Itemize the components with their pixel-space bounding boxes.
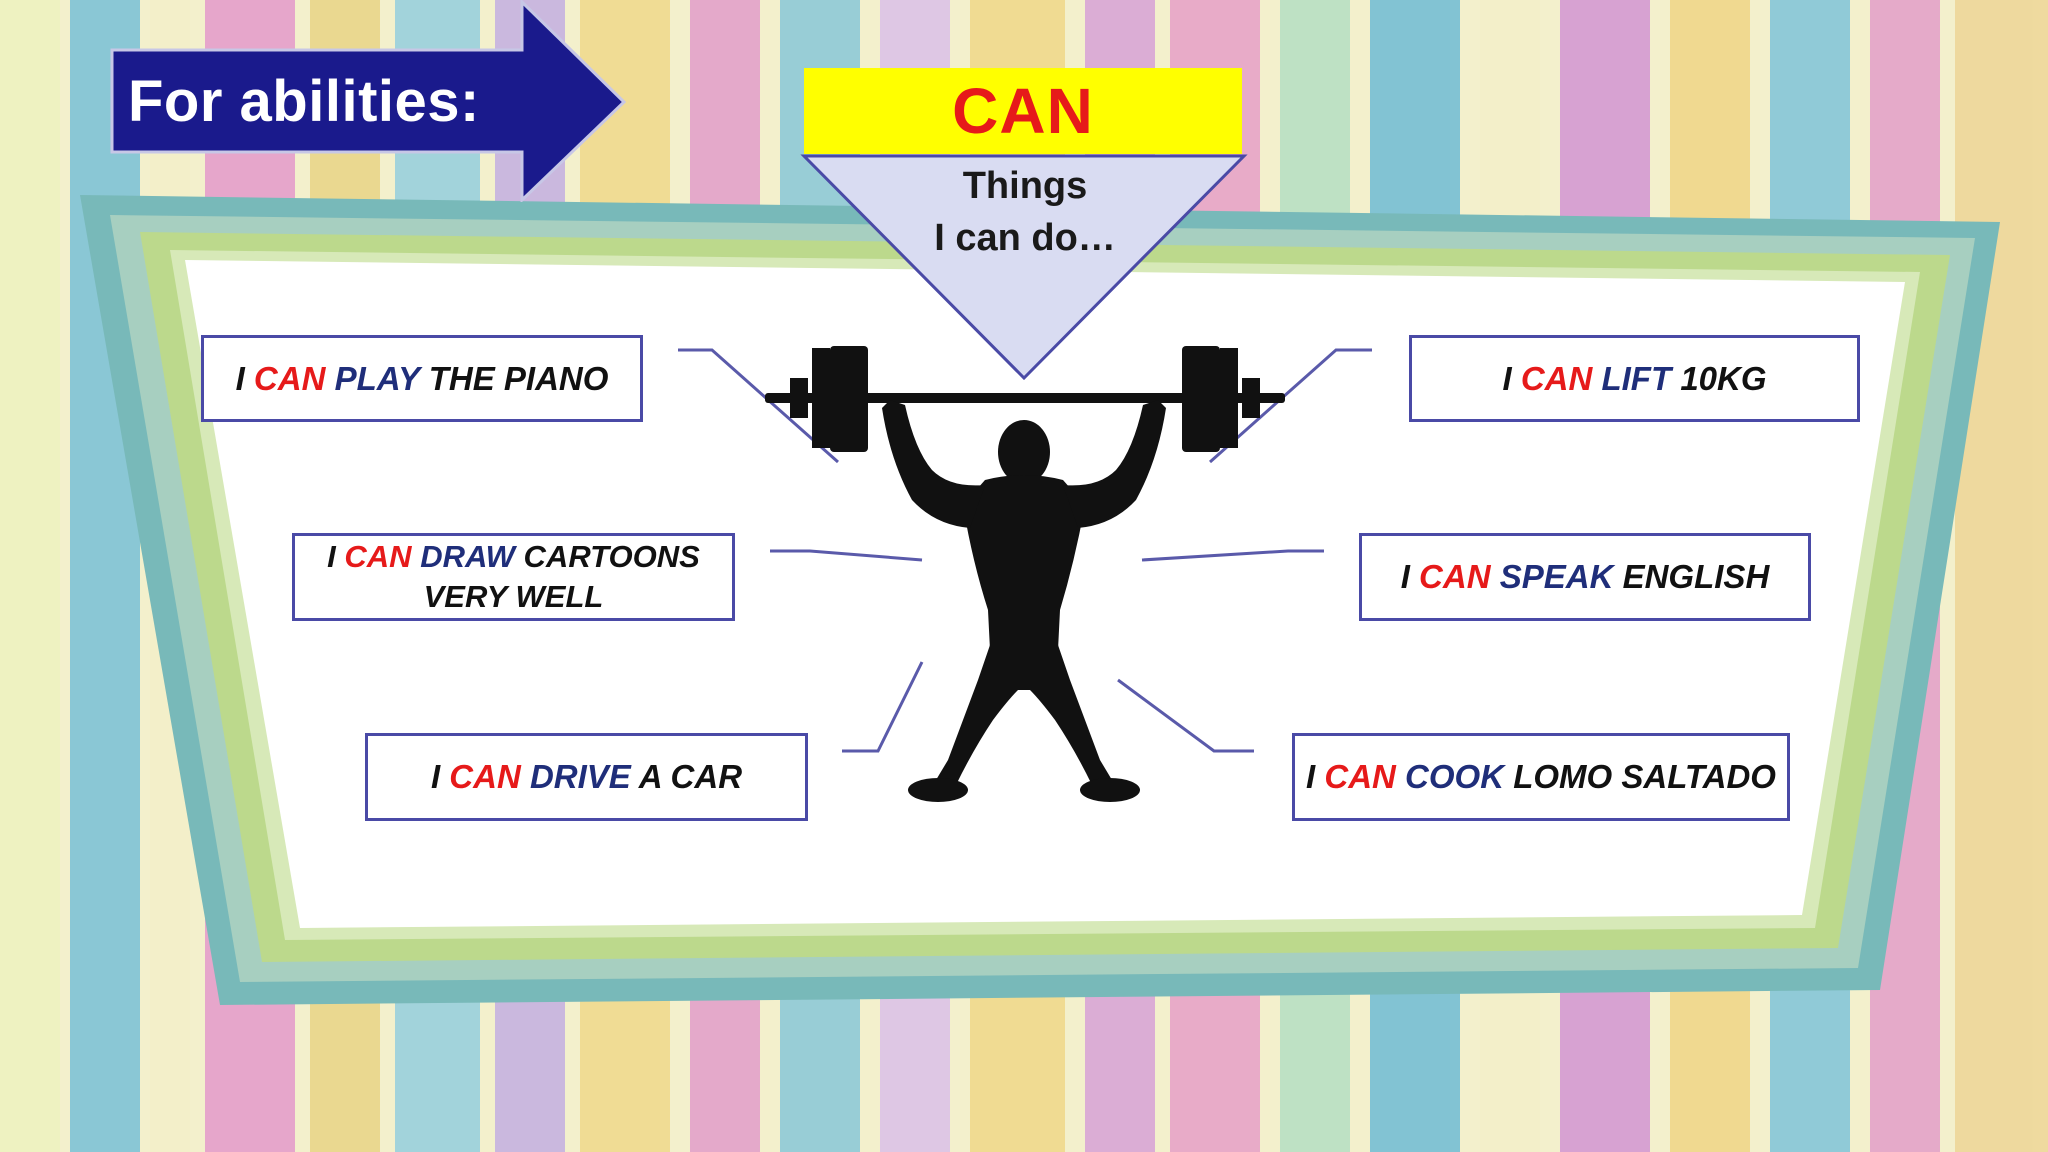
ability-text: I CAN COOK LOMO SALTADO	[1306, 758, 1776, 795]
ability-cook: I CAN COOK LOMO SALTADO	[1292, 733, 1790, 821]
connector-line-draw	[770, 549, 923, 562]
ability-speak: I CAN SPEAK ENGLISH	[1359, 533, 1811, 621]
connector-line-speak	[1141, 549, 1324, 562]
for-abilities-arrow: For abilities:	[110, 0, 630, 204]
arrow-label: For abilities:	[128, 69, 480, 134]
arrow-right-icon	[110, 0, 627, 204]
ability-text: I CAN DRIVE A CAR	[430, 758, 743, 795]
ability-drive: I CAN DRIVE A CAR	[365, 733, 808, 821]
ability-text: I CAN SPEAK ENGLISH	[1400, 558, 1770, 595]
ability-text: I CAN DRAW CARTOONS VERY WELL	[327, 539, 700, 614]
ability-lift: I CAN LIFT 10KG	[1409, 335, 1860, 422]
connector-line-piano	[678, 348, 839, 464]
triangle-caption: Things I can do…	[870, 160, 1180, 264]
ability-piano: I CAN PLAY THE PIANO	[201, 335, 643, 422]
ability-draw: I CAN DRAW CARTOONS VERY WELL	[292, 533, 735, 621]
ability-text: I CAN PLAY THE PIANO	[235, 359, 609, 397]
things-triangle	[800, 154, 1248, 381]
connector-line-cook	[1117, 678, 1254, 753]
triangle-line-1: Things	[962, 165, 1088, 207]
connector-line-drive	[842, 661, 924, 753]
triangle-line-2: I can do…	[934, 217, 1116, 259]
ability-text: I CAN LIFT 10KG	[1502, 359, 1767, 397]
connector-line-lift	[1209, 348, 1372, 464]
can-banner: CAN	[804, 68, 1242, 154]
